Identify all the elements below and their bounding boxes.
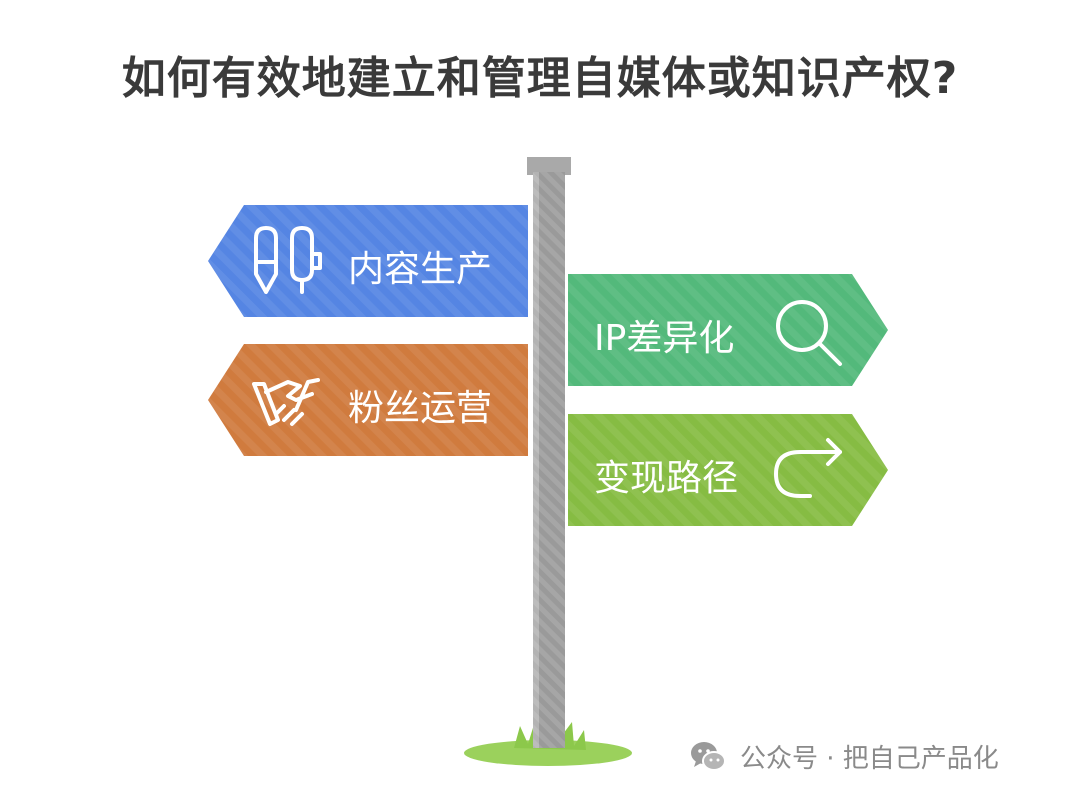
sign-label-fan-operation: 粉丝运营 [348,388,493,429]
watermark: 公众号 · 把自己产品化 [688,736,999,776]
sign-content-production [208,205,528,317]
watermark-text: 公众号 · 把自己产品化 [740,743,999,774]
sign-label-monetization-path: 变现路径 [594,458,739,499]
sign-fan-operation [208,344,528,456]
handshake-icon [252,378,320,426]
test-tubes-icon [254,226,322,294]
redo-arrow-icon [774,438,842,498]
search-icon [776,300,842,366]
sign-label-content-production: 内容生产 [348,249,493,290]
sign-ip-differentiation [568,274,888,386]
sign-monetization-path [568,414,888,526]
sign-label-ip-differentiation: IP差异化 [594,318,735,359]
signpost-pole [527,157,571,748]
page-title: 如何有效地建立和管理自媒体或知识产权? [121,53,959,104]
wechat-icon [691,742,726,771]
